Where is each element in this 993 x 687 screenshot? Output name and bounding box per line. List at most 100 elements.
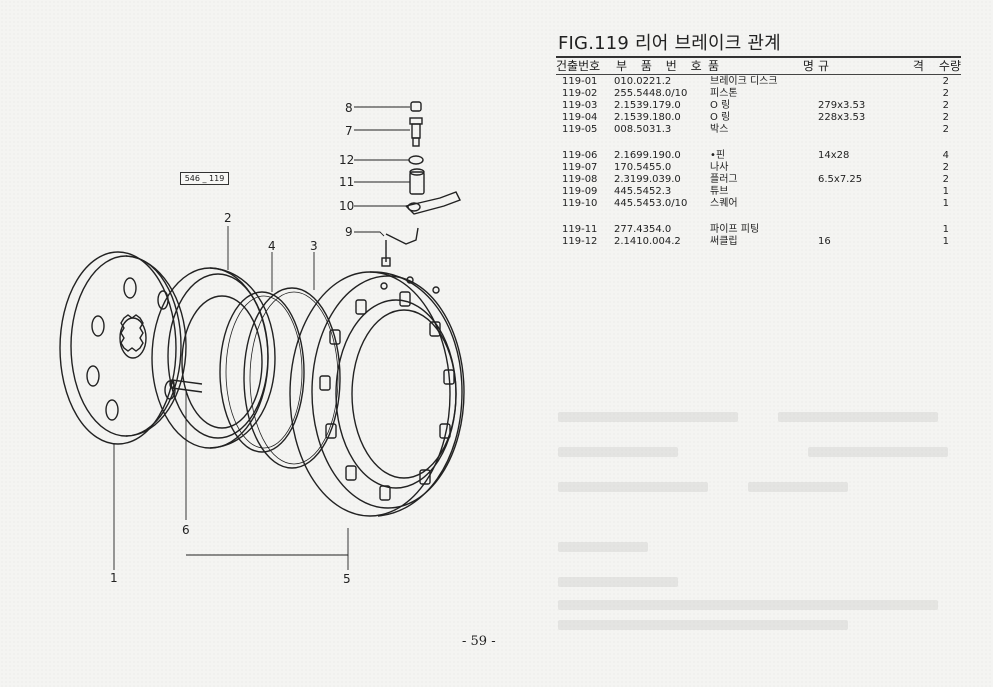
part-name: 파이프 피팅	[710, 224, 760, 235]
part-qty: 4	[942, 150, 949, 161]
table-row: 119-09 445.5452.3 튜브 1	[556, 186, 961, 198]
header-underline	[556, 74, 961, 75]
table-header: 건출번호 부 품 번 호 품 명 규 격 수량	[556, 59, 961, 73]
part-qty: 1	[942, 186, 949, 197]
item-no: 119-03	[562, 100, 598, 111]
part-number: 2.1699.190.0	[614, 150, 681, 161]
part-qty: 2	[942, 162, 949, 173]
item-no: 119-06	[562, 150, 598, 161]
parts-table: 119-01 010.0221.2 브레이크 디스크 2 119-02 255.…	[556, 76, 961, 248]
square-bracket-part	[404, 191, 461, 215]
callout-9: 9	[345, 225, 353, 239]
item-no: 119-01	[562, 76, 598, 87]
pipe-fitting-part	[381, 227, 419, 267]
part-number: 010.0221.2	[614, 76, 672, 87]
table-row: 119-10 445.5453.0/10 스퀘어 1	[556, 198, 961, 210]
item-no: 119-07	[562, 162, 598, 173]
part-spec: 14x28	[818, 150, 850, 161]
part-name: 써클립	[710, 236, 738, 247]
part-name: 브레이크 디스크	[710, 76, 778, 87]
item-no: 119-04	[562, 112, 598, 123]
part-number: 277.4354.0	[614, 224, 672, 235]
callout-1: 1	[110, 571, 118, 585]
table-row: 119-11 277.4354.0 파이프 피팅 1	[556, 224, 961, 236]
part-number: 2.1539.179.0	[614, 100, 681, 111]
item-no: 119-08	[562, 174, 598, 185]
part-spec: 16	[818, 236, 831, 247]
table-row: 119-01 010.0221.2 브레이크 디스크 2	[556, 76, 961, 88]
part-qty: 2	[942, 112, 949, 123]
table-row: 119-12 2.1410.004.2 써클립 16 1	[556, 236, 961, 248]
part-name: 플러그	[710, 174, 738, 185]
part-number: 445.5453.0/10	[614, 198, 688, 209]
part-name: 피스톤	[710, 88, 738, 99]
row-gap	[556, 210, 961, 224]
bleed-through-shadow	[548, 392, 968, 637]
item-no: 119-05	[562, 124, 598, 135]
part-name: •핀	[710, 150, 726, 161]
part-name: O 링	[710, 100, 731, 111]
table-row: 119-04 2.1539.180.0 O 링 228x3.53 2	[556, 112, 961, 124]
brake-housing-part	[289, 271, 465, 517]
part-number: 2.1539.180.0	[614, 112, 681, 123]
callout-10: 10	[339, 199, 355, 213]
tube-part	[409, 168, 425, 195]
pin-part	[169, 379, 203, 393]
callout-2: 2	[224, 211, 232, 225]
part-name: 튜브	[710, 186, 729, 197]
header-spec: 규 격	[818, 59, 964, 73]
callout-3: 3	[310, 239, 318, 253]
table-row: 119-05 008.5031.3 박스 2	[556, 124, 961, 136]
callout-12: 12	[339, 153, 355, 167]
part-number: 170.5455.0	[614, 162, 672, 173]
part-qty: 2	[942, 124, 949, 135]
item-no: 119-12	[562, 236, 598, 247]
header-part-number: 부 품 번 호	[616, 59, 707, 73]
part-name: 박스	[710, 124, 729, 135]
part-qty: 1	[942, 224, 949, 235]
part-number: 2.3199.039.0	[614, 174, 681, 185]
callout-8: 8	[345, 101, 353, 115]
title-underline	[556, 56, 961, 58]
callout-11: 11	[339, 175, 355, 189]
callout-5: 5	[343, 572, 351, 586]
part-number: 2.1410.004.2	[614, 236, 681, 247]
part-qty: 1	[942, 236, 949, 247]
part-qty: 2	[942, 76, 949, 87]
table-row: 119-06 2.1699.190.0 •핀 14x28 4	[556, 150, 961, 162]
circlip-part	[408, 155, 424, 165]
item-no: 119-10	[562, 198, 598, 209]
part-number: 008.5031.3	[614, 124, 672, 135]
figure-ref-code: 546 _ 119	[180, 172, 229, 185]
fitting-part	[409, 117, 423, 147]
callout-7: 7	[345, 124, 353, 138]
table-row: 119-03 2.1539.179.0 O 링 279x3.53 2	[556, 100, 961, 112]
part-name: 스퀘어	[710, 198, 738, 209]
screw-part	[410, 101, 422, 112]
header-item-no: 건출번호	[556, 59, 601, 73]
header-part-name: 품 명	[708, 59, 854, 73]
o-ring-small-part	[219, 291, 305, 453]
part-name: 나사	[710, 162, 729, 173]
item-no: 119-11	[562, 224, 598, 235]
part-qty: 2	[942, 174, 949, 185]
table-row: 119-02 255.5448.0/10 피스톤 2	[556, 88, 961, 100]
table-row: 119-08 2.3199.039.0 플러그 6.5x7.25 2	[556, 174, 961, 186]
row-gap	[556, 136, 961, 150]
callout-4: 4	[268, 239, 276, 253]
header-qty: 수량	[938, 59, 961, 73]
item-no: 119-09	[562, 186, 598, 197]
part-qty: 2	[942, 100, 949, 111]
part-qty: 1	[942, 198, 949, 209]
part-qty: 2	[942, 88, 949, 99]
brake-disc-part	[59, 251, 187, 445]
part-number: 255.5448.0/10	[614, 88, 688, 99]
item-no: 119-02	[562, 88, 598, 99]
part-number: 445.5452.3	[614, 186, 672, 197]
figure-title: FIG.119 리어 브레이크 관계	[558, 33, 781, 54]
part-spec: 279x3.53	[818, 100, 866, 111]
part-spec: 6.5x7.25	[818, 174, 863, 185]
part-name: O 링	[710, 112, 731, 123]
table-row: 119-07 170.5455.0 나사 2	[556, 162, 961, 174]
